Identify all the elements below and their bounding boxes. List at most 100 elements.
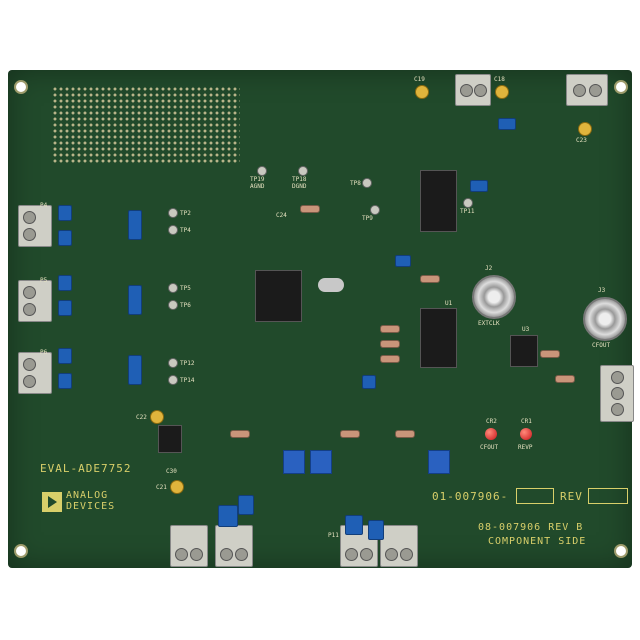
label-tp6: TP6 [180,302,191,309]
jumper [470,180,488,192]
label-tp18-dgnd: TP18 DGND [292,176,307,190]
test-point [168,300,178,310]
label-p4: P4 [40,202,48,209]
label-u1: U1 [445,300,453,307]
connector-p5 [18,280,52,322]
capacitor-c19 [415,85,429,99]
jumper [58,205,72,221]
connector-p7 [380,525,418,567]
capacitor-c22 [150,410,164,424]
jumper [58,373,72,389]
label-j3: J3 [598,287,606,294]
label-tp8: TP8 [350,180,361,187]
connector-p4 [18,205,52,247]
mounting-hole [14,544,28,558]
ic-upper [420,170,457,232]
label-p5: P5 [40,277,48,284]
test-point [362,178,372,188]
test-point [257,166,267,176]
led-cr2 [485,428,497,440]
jumper [58,348,72,364]
trim-potentiometer [310,450,332,474]
label-cr2-ref: CR2 [486,418,497,425]
label-c30: C30 [166,468,177,475]
crystal [318,278,344,292]
label-c18: C18 [494,76,505,83]
test-point [463,198,473,208]
label-c21: C21 [156,484,167,491]
label-tp11: TP11 [460,208,475,215]
connector-top [455,74,491,106]
prototype-area [52,86,240,164]
connector-p3 [600,365,634,422]
test-point [168,225,178,235]
label-tp2: TP2 [180,210,191,217]
test-point [298,166,308,176]
part-number-box [516,488,554,504]
capacitor-c21 [170,480,184,494]
jumper [58,230,72,246]
trim-potentiometer [428,450,450,474]
ic-ade7752 [255,270,302,322]
connector-p8 [215,525,253,567]
mounting-hole [14,80,28,94]
resistor [300,205,320,213]
label-tp4: TP4 [180,227,191,234]
bnc-j2 [472,275,516,319]
jumper [58,300,72,316]
jumper [362,375,376,389]
ic-u1 [420,308,457,368]
label-tp5: TP5 [180,285,191,292]
label-c24: C24 [276,212,287,219]
jumper [345,515,363,535]
jumper [498,118,516,130]
led-cr1 [520,428,532,440]
trim-potentiometer [283,450,305,474]
label-u3: U3 [522,326,530,333]
resistor [555,375,575,383]
test-point [168,358,178,368]
label-cfout: CFOUT [592,342,611,349]
connector-p1 [170,525,208,567]
label-extclk: EXTCLK [478,320,500,327]
resistor [540,350,560,358]
jumper [218,505,238,527]
label-tp19-agnd: TP19 AGND [250,176,265,190]
ic-u7 [158,425,182,453]
jumper [368,520,384,540]
test-point [168,375,178,385]
bnc-j3 [583,297,627,341]
label-j2: J2 [485,265,493,272]
ic-u3 [510,335,538,367]
mounting-hole [614,544,628,558]
capacitor-c23 [578,122,592,136]
jumper [395,255,411,267]
pcb-number: 08-007906 REV B [478,522,584,533]
test-point [168,208,178,218]
board-name: EVAL-ADE7752 [40,462,132,475]
jumper [128,285,142,315]
resistor [380,355,400,363]
label-c19: C19 [414,76,425,83]
jumper [58,275,72,291]
label-p11: P11 [328,532,339,539]
logo-text: ANALOG DEVICES [66,490,116,512]
label-cr2: CFOUT [480,444,499,451]
resistor [340,430,360,438]
label-tp9: TP9 [362,215,373,222]
label-c22: C22 [136,414,147,421]
rev-label: REV [560,490,583,503]
rev-box [588,488,628,504]
resistor [230,430,250,438]
component-side: COMPONENT SIDE [488,536,587,547]
resistor [380,340,400,348]
connector-p2 [566,74,608,106]
connector-p6 [18,352,52,394]
jumper [128,355,142,385]
test-point [370,205,380,215]
mounting-hole [614,80,628,94]
part-number: 01-007906- [432,490,509,503]
analog-devices-logo [42,492,62,512]
label-cr1: REVP [518,444,533,451]
label-p6: P6 [40,349,48,356]
